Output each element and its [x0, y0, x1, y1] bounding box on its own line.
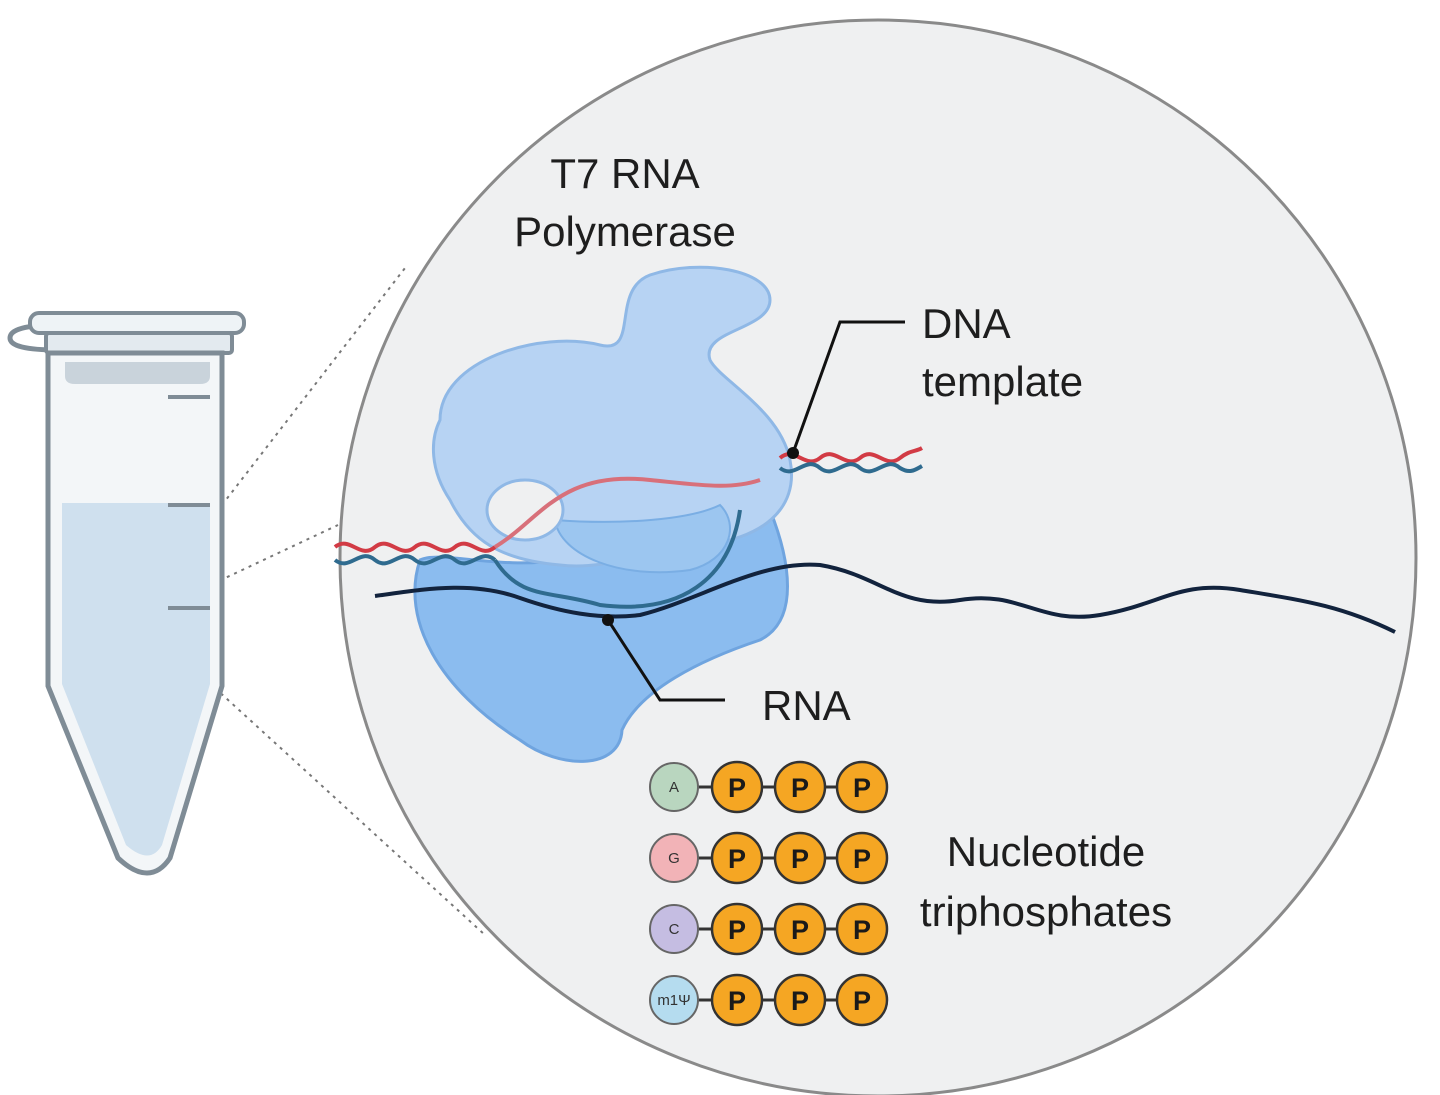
leader-lines [606, 320, 905, 702]
phosphate-circle [710, 831, 764, 885]
phosphate-circle [710, 902, 764, 956]
nucleobase-circle [649, 762, 699, 812]
phosphate-circle [773, 902, 827, 956]
nucleobase-circle [649, 833, 699, 883]
phosphate-circle [835, 973, 889, 1027]
nucleobase-label: A [669, 779, 679, 796]
phosphate-label: P [728, 844, 746, 874]
phosphate-circle [710, 760, 764, 814]
phosphate-label: P [853, 773, 871, 803]
rna-pointer-dot [602, 614, 614, 626]
zoom-lines [139, 267, 486, 936]
phosphate-label: P [853, 986, 871, 1016]
dna-template [333, 446, 923, 609]
phosphate-label: P [728, 986, 746, 1016]
phosphate-circle [710, 973, 764, 1027]
phosphate-label: P [853, 915, 871, 945]
ntp-row: m1Ψ P P P [649, 973, 889, 1027]
dna-label-line2: template [922, 358, 1083, 405]
phosphate-circle [835, 902, 889, 956]
microtube [7, 311, 246, 876]
nucleobase-circle [649, 904, 699, 954]
rna-label: RNA [762, 682, 851, 729]
nucleobase-label: m1Ψ [657, 992, 690, 1009]
nucleobase-circle [649, 975, 699, 1025]
nucleobase-label: G [668, 850, 680, 867]
rna-strand [374, 562, 1396, 634]
polymerase-label-line1: T7 RNA [550, 150, 699, 197]
phosphate-label: P [791, 986, 809, 1016]
phosphate-label: P [853, 844, 871, 874]
ntp-label-line2: triphosphates [920, 888, 1172, 935]
dna-label-line1: DNA [922, 300, 1011, 347]
phosphate-circle [773, 973, 827, 1027]
phosphate-label: P [791, 773, 809, 803]
phosphate-label: P [728, 773, 746, 803]
phosphate-label: P [728, 915, 746, 945]
magnified-view-circle [338, 18, 1418, 1095]
nucleobase-label: C [669, 921, 680, 938]
t7-rna-polymerase [413, 265, 793, 763]
polymerase-label-line2: Polymerase [514, 208, 736, 255]
ntp-label-line1: Nucleotide [947, 828, 1145, 875]
phosphate-circle [835, 760, 889, 814]
phosphate-label: P [791, 844, 809, 874]
dna-pointer-dot [787, 447, 799, 459]
phosphate-label: P [791, 915, 809, 945]
phosphate-circle [773, 760, 827, 814]
phosphate-circle [773, 831, 827, 885]
phosphate-circle [835, 831, 889, 885]
